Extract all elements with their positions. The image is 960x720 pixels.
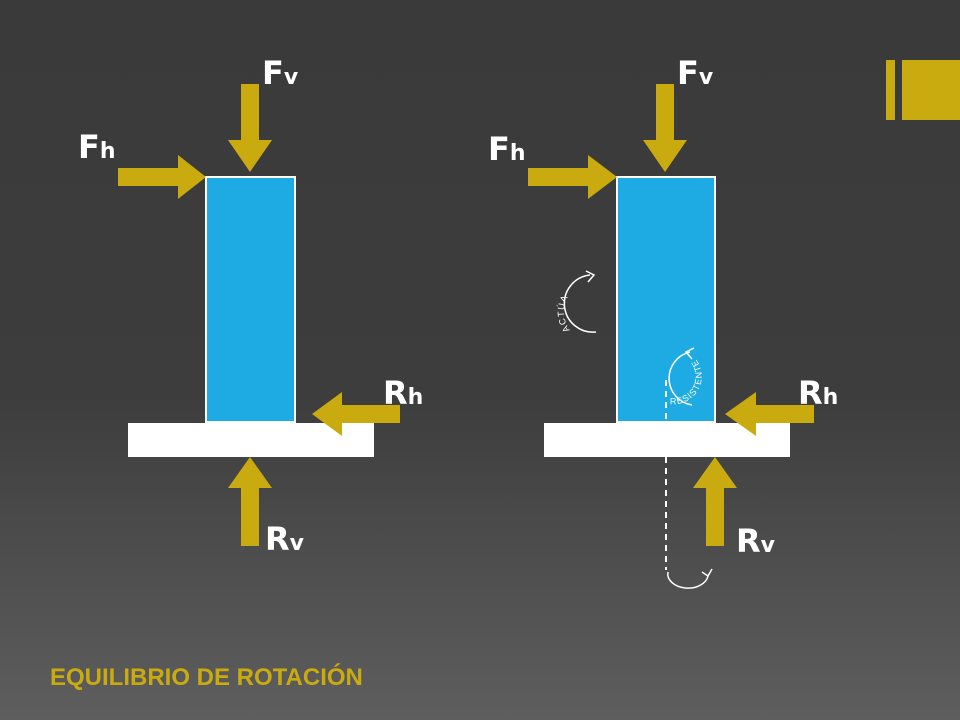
arrow-up-icon: [228, 457, 272, 546]
corner-decoration-bar-thin: [886, 60, 895, 120]
rotation-arc-icon: [668, 347, 695, 406]
label-rh-right: Rh: [798, 374, 838, 412]
right-diagram: ACTÚA RESISTENTE Fv Fh Rh Rv: [488, 54, 838, 589]
arrow-right-icon: [528, 155, 617, 199]
label-rv-right: Rv: [736, 522, 776, 560]
column: [205, 176, 296, 423]
arrow-left-icon: [725, 392, 814, 436]
label-fh-right: Fh: [488, 130, 526, 168]
arrow-down-icon: [228, 84, 272, 172]
corner-decoration-bar-wide: [902, 60, 960, 120]
moment-label-acts: ACTÚA: [556, 293, 572, 334]
label-fv-left: Fv: [262, 54, 299, 92]
rotation-arc-icon: [667, 568, 713, 589]
slide-title: EQUILIBRIO DE ROTACIÓN: [50, 664, 363, 691]
arrow-right-icon: [118, 155, 206, 199]
arrow-down-icon: [643, 84, 687, 172]
label-fh-left: Fh: [78, 128, 116, 166]
label-rh-left: Rh: [383, 374, 423, 412]
label-fv-right: Fv: [677, 54, 714, 92]
rotation-arc-icon: [563, 270, 597, 333]
left-diagram: Fv Fh Rh Rv: [78, 54, 423, 558]
label-rv-left: Rv: [265, 520, 305, 558]
arrow-left-icon: [312, 392, 400, 436]
arrow-up-icon: [693, 457, 737, 546]
